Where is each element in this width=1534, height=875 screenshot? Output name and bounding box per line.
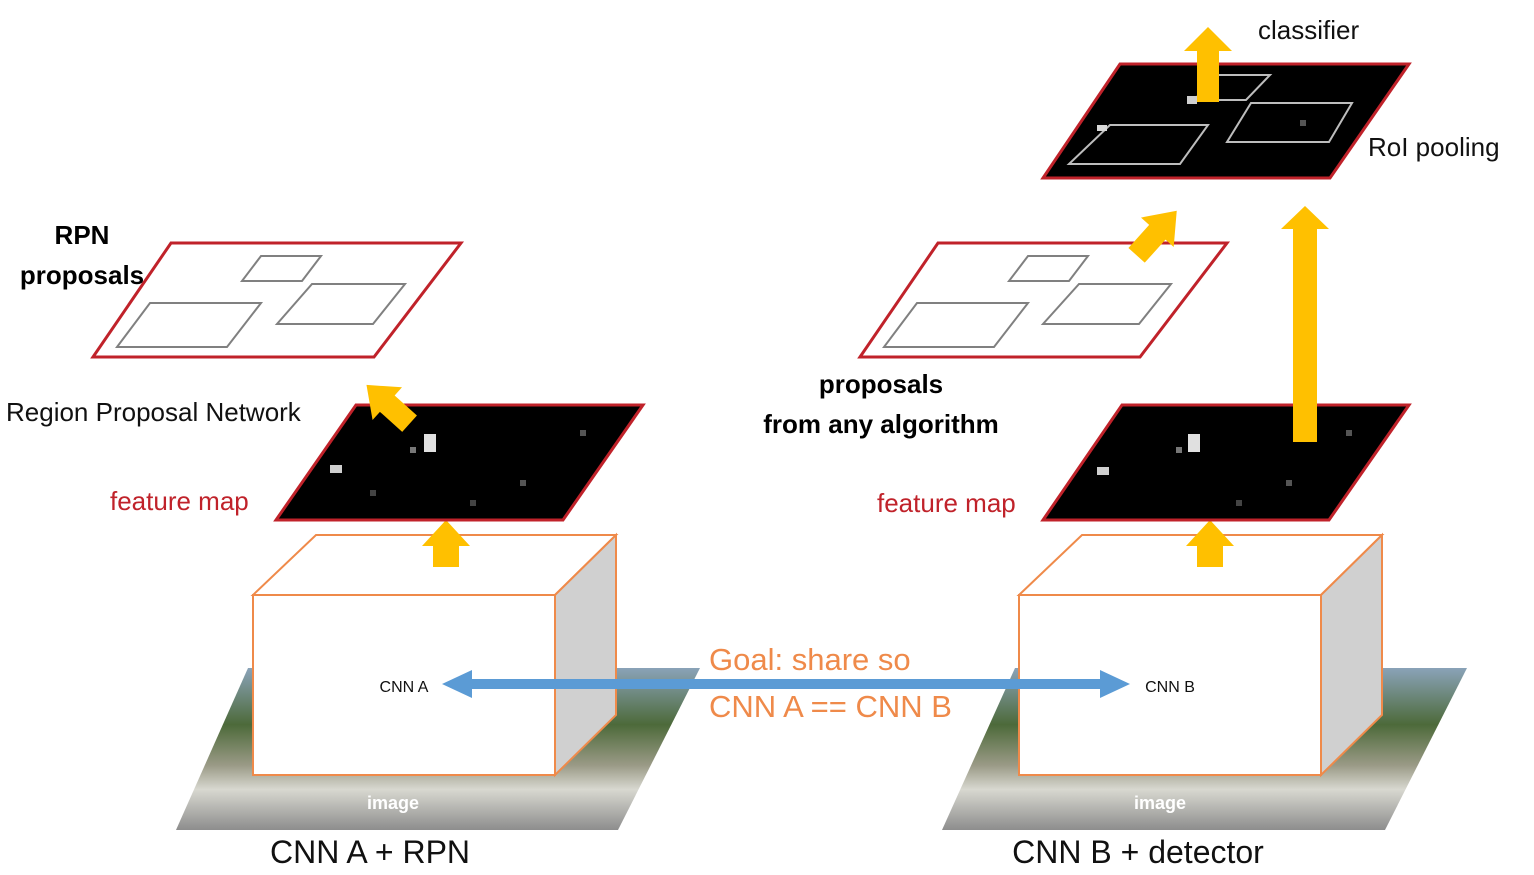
- proposals-plane: [857, 241, 1231, 359]
- classifier-up-arrow: [1184, 27, 1232, 102]
- cnn-a-label: CNN A: [380, 679, 429, 696]
- right-up-arrow: [1186, 520, 1234, 567]
- right-image-label: image: [1134, 793, 1186, 813]
- region-proposal-network-label: Region Proposal Network: [6, 397, 302, 427]
- cnn-b-label: CNN B: [1145, 679, 1195, 696]
- left-image-label: image: [367, 793, 419, 813]
- right-caption: CNN B + detector: [1012, 834, 1264, 870]
- rpn-proposals-plane: [90, 241, 465, 359]
- roi-pooling-label: RoI pooling: [1368, 132, 1500, 162]
- rpn-proposals-label-line2: proposals: [20, 260, 144, 290]
- cnn-a-box: [250, 532, 619, 778]
- proposals-label-line2: from any algorithm: [763, 409, 998, 439]
- right-feature-map-label: feature map: [877, 488, 1016, 518]
- proposals-label-line1: proposals: [819, 369, 943, 399]
- left-feature-map-plane: [273, 403, 646, 522]
- cnn-b-box: [1016, 532, 1385, 778]
- right-long-up-arrow: [1281, 206, 1329, 442]
- left-up-arrow: [422, 520, 470, 567]
- goal-text-line1: Goal: share so: [709, 642, 911, 677]
- right-diagonal-arrow: [1128, 210, 1177, 263]
- goal-text-line2: CNN A == CNN B: [709, 689, 952, 724]
- left-caption: CNN A + RPN: [270, 834, 470, 870]
- left-feature-map-label: feature map: [110, 486, 249, 516]
- shared-weights-double-arrow: [442, 670, 1130, 698]
- roi-pooling-plane: [1040, 62, 1412, 180]
- left-diagonal-arrow: [366, 384, 417, 432]
- rpn-proposals-label-line1: RPN: [55, 220, 110, 250]
- right-feature-map-plane: [1040, 403, 1412, 522]
- classifier-label: classifier: [1258, 15, 1359, 45]
